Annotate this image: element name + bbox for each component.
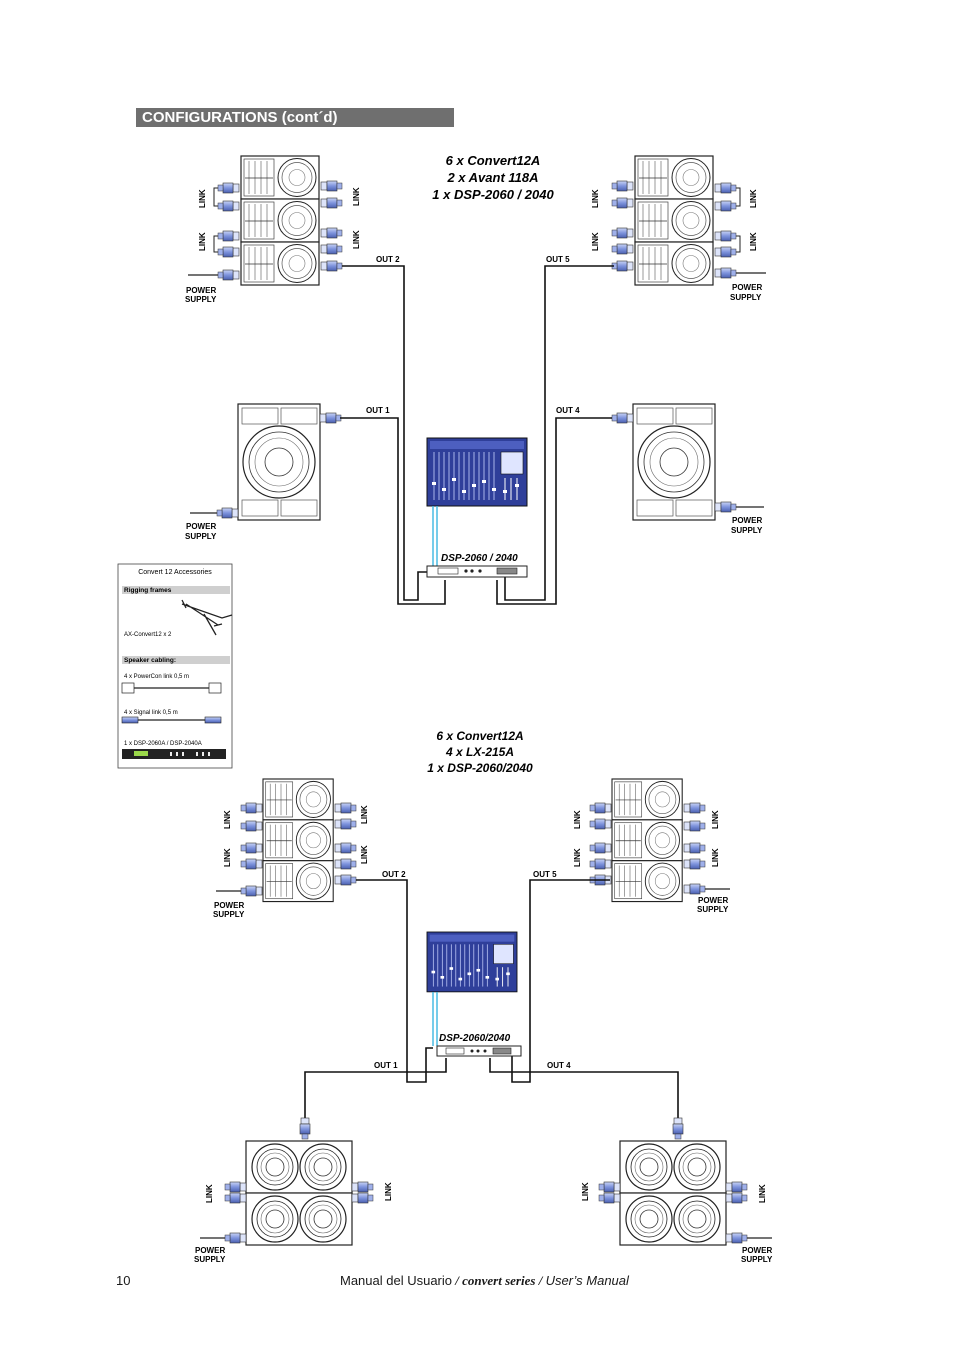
cables-bottom <box>304 879 679 1118</box>
speaker-stack-bottom-left <box>216 778 357 903</box>
out-1-label-top: OUT 1 <box>366 406 390 415</box>
out-2-label-top: OUT 2 <box>376 255 400 264</box>
subwoofer-top-right <box>611 403 764 521</box>
rigging-frames-label: Rigging frames <box>124 587 172 594</box>
mixer-top <box>426 437 528 566</box>
config-bottom-title-line-2: 4 x LX-215A <box>445 745 514 759</box>
out-5-label-bottom: OUT 5 <box>533 870 557 879</box>
link-label-tr3: LINK <box>749 189 758 208</box>
section-header: CONFIGURATIONS (cont´d) <box>136 108 454 127</box>
page-number: 10 <box>116 1273 131 1288</box>
powercon-cable-icon <box>121 682 222 694</box>
out-1-label-bottom: OUT 1 <box>374 1061 398 1070</box>
config-top-title-line-2: 2 x Avant 118A <box>446 170 538 185</box>
link-label-br1: LINK <box>573 810 582 829</box>
link-label-tr4: LINK <box>749 232 758 251</box>
link-label-bl3: LINK <box>360 805 369 824</box>
link-label-bl4: LINK <box>360 845 369 864</box>
speaker-stack-top-right <box>611 155 766 286</box>
speaker-stack-top-left <box>188 155 343 286</box>
dsp-processor-icon <box>122 749 226 759</box>
link-label-tl2: LINK <box>198 232 207 251</box>
link-label-lx-l1: LINK <box>205 1184 214 1203</box>
link-label-bl2: LINK <box>223 848 232 867</box>
link-label-br3: LINK <box>711 810 720 829</box>
speaker-cabling-label: Speaker cabling: <box>124 657 176 664</box>
footer-series: convert series <box>462 1273 536 1288</box>
out-5-label-top: OUT 5 <box>546 255 570 264</box>
dsp-unit-bottom <box>436 1045 522 1057</box>
config-top-title: 6 x Convert12A 2 x Avant 118A 1 x DSP-20… <box>432 153 554 202</box>
out-4-label-bottom: OUT 4 <box>547 1061 571 1070</box>
footer-slash-1: / <box>452 1273 463 1288</box>
link-label-tr2: LINK <box>591 232 600 251</box>
cable-signal-label: 4 x Signal link 0,5 m <box>124 710 178 716</box>
signal-cable-icon <box>121 716 222 724</box>
link-label-tl1: LINK <box>198 189 207 208</box>
dsp-label-top: DSP-2060 / 2040 <box>441 553 518 564</box>
config-top-title-line-3: 1 x DSP-2060 / 2040 <box>432 187 554 202</box>
footer-spanish: Manual del Usuario <box>340 1273 453 1288</box>
link-label-br2: LINK <box>573 848 582 867</box>
lx215-stack-right <box>598 1117 772 1246</box>
accessories-title: Convert 12 Accessories <box>138 569 212 576</box>
cable-power-label: 4 x PowerCon link 0,5 m <box>124 674 189 680</box>
footer-text: Manual del Usuario / convert series / Us… <box>340 1273 629 1289</box>
rigging-frame-icon <box>181 599 233 636</box>
footer-english: User’s Manual <box>545 1273 629 1288</box>
link-label-lx-r1: LINK <box>581 1182 590 1201</box>
link-label-bl1: LINK <box>223 810 232 829</box>
link-label-lx-l2: LINK <box>384 1182 393 1201</box>
accessories-box: Convert 12 Accessories Rigging frames AX… <box>117 563 233 769</box>
rigging-item: AX-Convert12 x 2 <box>124 632 172 638</box>
out-2-label-bottom: OUT 2 <box>382 870 406 879</box>
cables-top <box>340 265 614 605</box>
lx215-stack-left <box>200 1117 374 1246</box>
link-label-lx-r2: LINK <box>758 1184 767 1203</box>
config-top-title-line-1: 6 x Convert12A <box>446 153 541 168</box>
link-label-tl3: LINK <box>352 187 361 206</box>
section-title: CONFIGURATIONS (cont´d) <box>142 109 338 126</box>
dsp-label-bottom: DSP-2060/2040 <box>439 1033 511 1044</box>
link-label-tl4: LINK <box>352 230 361 249</box>
config-bottom-title: 6 x Convert12A 4 x LX-215A 1 x DSP-2060/… <box>427 729 533 775</box>
dsp-unit-top <box>426 565 528 578</box>
subwoofer-top-left <box>190 403 342 521</box>
config-bottom-title-line-3: 1 x DSP-2060/2040 <box>427 761 533 775</box>
processor-label: 1 x DSP-2060A / DSP-2040A <box>124 741 202 747</box>
out-4-label-top: OUT 4 <box>556 406 580 415</box>
mixer-bottom <box>426 931 518 1046</box>
footer-slash-2: / <box>535 1273 546 1288</box>
link-label-br4: LINK <box>711 848 720 867</box>
link-label-tr1: LINK <box>591 189 600 208</box>
speaker-stack-bottom-right <box>589 778 730 903</box>
config-bottom-title-line-1: 6 x Convert12A <box>436 729 523 743</box>
